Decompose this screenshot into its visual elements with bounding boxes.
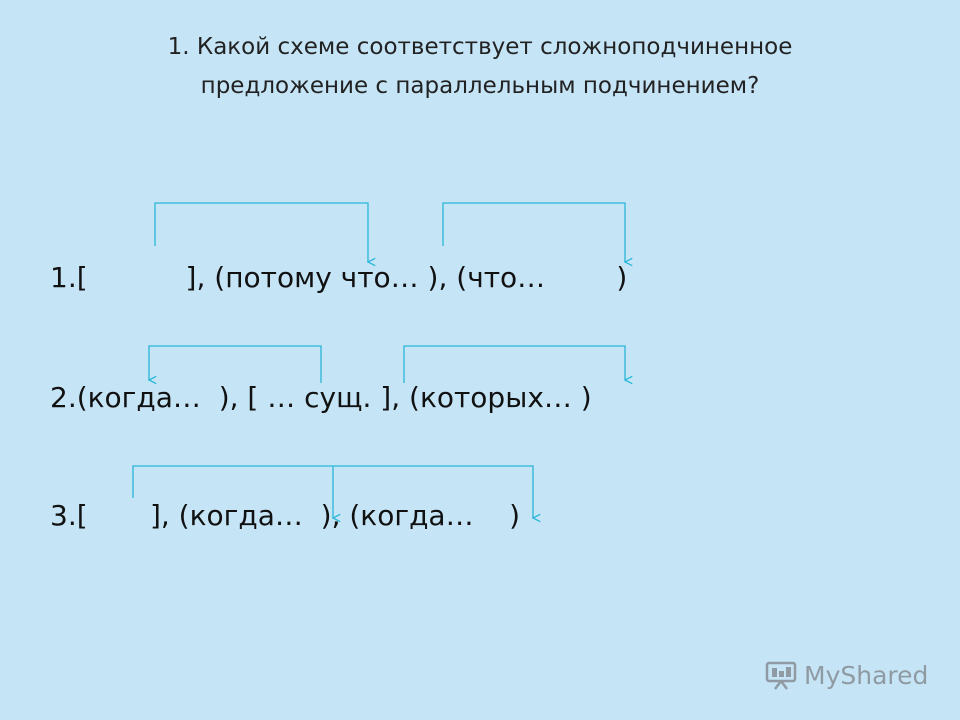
scheme-2: 2.(когда… ), [ … сущ. ], (которых… ) (50, 381, 592, 414)
scheme-1-connector-a (154, 202, 376, 267)
scheme-1: 1.[ ], (потому что… ), (что… ) (50, 261, 628, 294)
question-text: 1. Какой схеме соответствует сложноподчи… (60, 28, 900, 106)
logo-text-my: My (804, 660, 841, 690)
question-line-1: 1. Какой схеме соответствует сложноподчи… (167, 34, 793, 60)
presentation-icon (765, 661, 797, 690)
logo-text-shared: Shared (840, 660, 929, 690)
question-line-2: предложение с параллельным подчинением? (200, 73, 760, 99)
scheme-2-connector-b (403, 345, 633, 385)
scheme-2-connector-a (147, 345, 322, 385)
scheme-3: 3.[ ], (когда… ), (когда… ) (50, 499, 521, 532)
myshared-logo: MyShared (764, 654, 928, 696)
scheme-1-connector-b (442, 202, 633, 267)
